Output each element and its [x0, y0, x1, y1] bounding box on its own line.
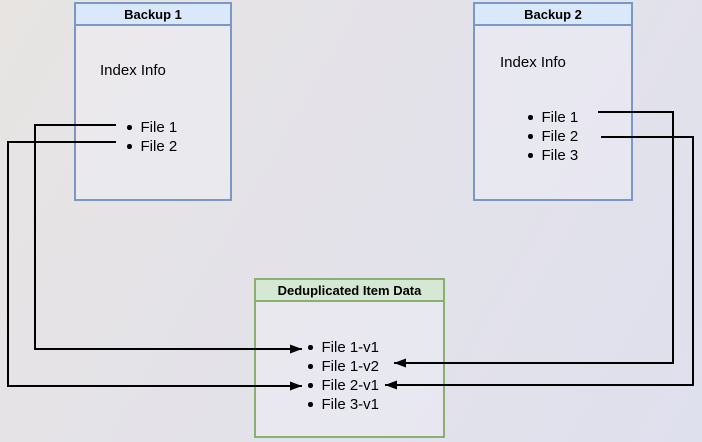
item-label: File 3-v1: [321, 396, 380, 413]
bullet-dot-icon: [127, 144, 132, 149]
item-label: File 1-v1: [321, 339, 380, 356]
item-label: File 1-v2: [321, 358, 380, 375]
backup1-file-list: File 1 File 2: [127, 118, 177, 156]
bullet-dot-icon: [308, 383, 313, 388]
dedup-item-list: File 1-v1 File 1-v2 File 2-v1 File 3-v1: [308, 338, 379, 414]
bullet-dot-icon: [308, 345, 313, 350]
backup1-index-info-label: Index Info: [100, 62, 166, 79]
backup2-index-info-label: Index Info: [500, 54, 566, 71]
dedup-item-file2-v1: File 2-v1: [308, 376, 379, 395]
backup1-title: Backup 1: [76, 4, 230, 26]
item-label: File 2-v1: [321, 377, 380, 394]
dedup-item-file1-v2: File 1-v2: [308, 357, 379, 376]
bullet-dot-icon: [528, 115, 533, 120]
backup2-title: Backup 2: [475, 4, 631, 26]
dedup-item-file3-v1: File 3-v1: [308, 395, 379, 414]
backup2-file-list: File 1 File 2 File 3: [528, 108, 578, 165]
backup2-file-2: File 2: [528, 127, 578, 146]
backup1-box: Backup 1 Index Info File 1 File 2: [74, 2, 232, 201]
file-label: File 2: [140, 138, 178, 155]
dedup-title: Deduplicated Item Data: [256, 280, 443, 302]
bullet-dot-icon: [528, 153, 533, 158]
file-label: File 1: [541, 109, 579, 126]
backup2-file-3: File 3: [528, 146, 578, 165]
bullet-dot-icon: [127, 125, 132, 130]
bullet-dot-icon: [528, 134, 533, 139]
dedup-box: Deduplicated Item Data File 1-v1 File 1-…: [254, 278, 445, 438]
bullet-dot-icon: [308, 364, 313, 369]
dedup-item-file1-v1: File 1-v1: [308, 338, 379, 357]
backup2-file-1: File 1: [528, 108, 578, 127]
backup2-box: Backup 2 Index Info File 1 File 2 File 3: [473, 2, 633, 201]
file-label: File 1: [140, 119, 178, 136]
backup1-file-1: File 1: [127, 118, 177, 137]
bullet-dot-icon: [308, 402, 313, 407]
file-label: File 2: [541, 128, 579, 145]
backup1-file-2: File 2: [127, 137, 177, 156]
file-label: File 3: [541, 147, 579, 164]
